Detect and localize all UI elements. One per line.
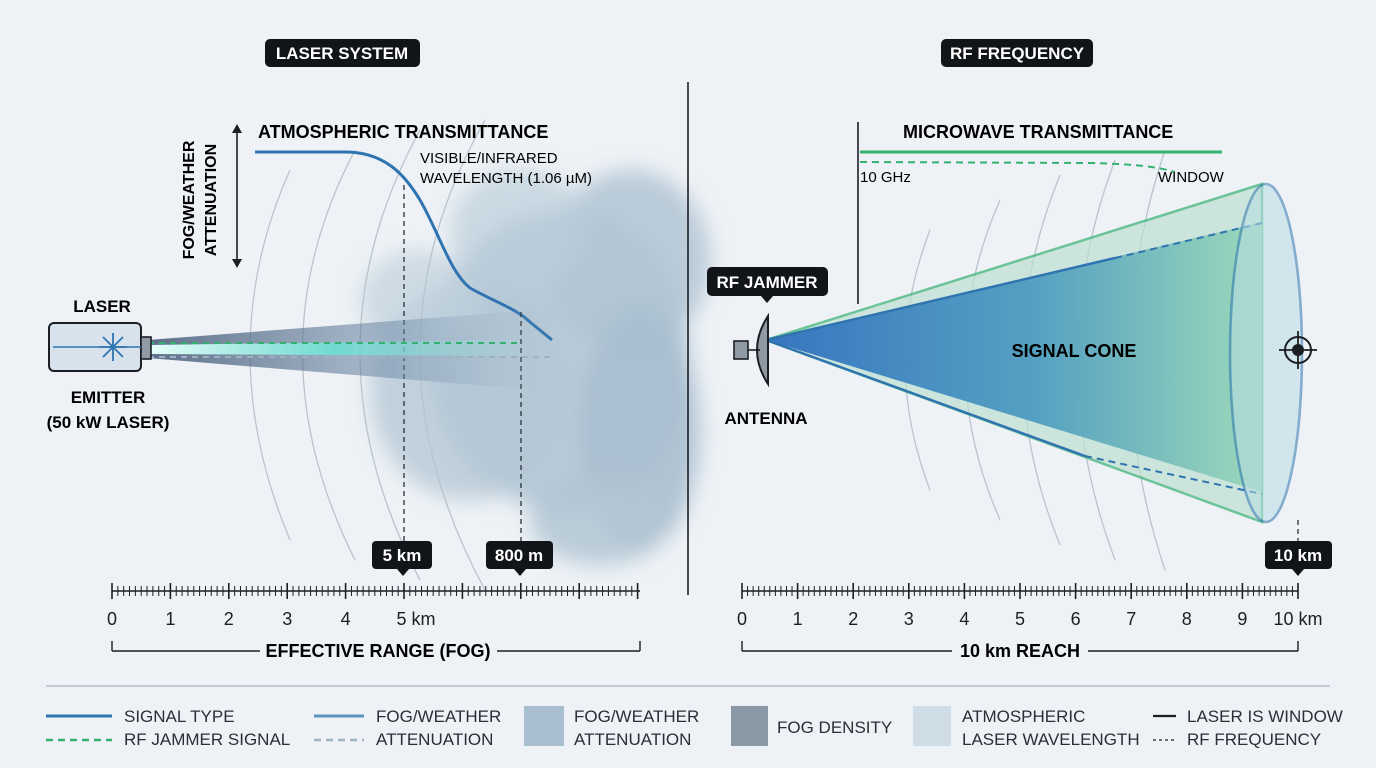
- legend-col6: LASER IS WINDOW RF FREQUENCY: [1187, 705, 1343, 751]
- laser-axis-tick-label: 1: [165, 609, 175, 629]
- laser-system-badge: LASER SYSTEM: [265, 39, 420, 67]
- legend: SIGNAL TYPE RF JAMMER SIGNAL FOG/WEATHER…: [0, 684, 1376, 768]
- signal-cone-label: SIGNAL CONE: [1012, 341, 1137, 361]
- rf-axis-tick-label: 7: [1126, 609, 1136, 629]
- cone-upper-dashed: [1114, 222, 1263, 259]
- emitter-label-line2: (50 kW LASER): [47, 413, 170, 432]
- rf-axis-tick-label: 0: [737, 609, 747, 629]
- marker-800m: 800 m: [486, 541, 553, 576]
- rf-axis-tick-label: 6: [1071, 609, 1081, 629]
- laser-emitter: [48, 322, 152, 372]
- laser-axis-tick-label: 3: [282, 609, 292, 629]
- cone-lower-edge: [765, 338, 1086, 458]
- y-axis-label-line2: ATTENUATION: [203, 144, 220, 256]
- legend-col2: FOG/WEATHER ATTENUATION: [376, 705, 501, 751]
- legend-col5-line1: ATMOSPHERIC: [962, 707, 1086, 726]
- legend-col4-line1: FOG DENSITY: [777, 718, 893, 737]
- laser-axis-tick-label: 0: [107, 609, 117, 629]
- rf-range-axis: 0 1 2 3 4 5 6 7 8 9 10 km 10 km REACH: [737, 583, 1323, 661]
- legend-col1-line2: RF JAMMER SIGNAL: [124, 730, 291, 749]
- marker-10km-text: 10 km: [1274, 546, 1322, 565]
- legend-atmospheric-box: [913, 706, 951, 746]
- legend-col2-line2: ATTENUATION: [376, 730, 494, 749]
- signal-cone-inner: [766, 222, 1262, 492]
- legend-fog-density-box: [731, 706, 768, 746]
- rf-jammer-callout: RF JAMMER: [707, 267, 828, 303]
- laser-range-axis: 0 1 2 3 4 5 km EFFECTIVE RANGE (FOG): [107, 583, 641, 661]
- target-crosshair-icon: [1279, 331, 1317, 369]
- rf-axis-caption: 10 km REACH: [960, 641, 1080, 661]
- laser-starburst-icon: [99, 333, 127, 361]
- rf-axis-tick-label: 3: [904, 609, 914, 629]
- legend-col3: FOG/WEATHER ATTENUATION: [574, 705, 699, 751]
- antenna-dish-icon: [733, 312, 769, 388]
- window-label: WINDOW: [1158, 169, 1225, 186]
- laser-axis-tick-label: 5 km: [396, 609, 435, 629]
- marker-10km: 10 km: [1265, 541, 1332, 576]
- rf-frequency-badge: RF FREQUENCY: [941, 39, 1093, 67]
- laser-axis-tick-label: 2: [224, 609, 234, 629]
- rf-axis-tick-label: 2: [848, 609, 858, 629]
- laser-axis-caption: EFFECTIVE RANGE (FOG): [266, 641, 491, 661]
- atmospheric-transmittance-title: ATMOSPHERIC TRANSMITTANCE: [258, 122, 548, 142]
- rf-axis-tick-label: 10 km: [1273, 609, 1322, 629]
- legend-col5-line2: LASER WAVELENGTH: [962, 730, 1140, 749]
- frequency-label: 10 GHz: [860, 169, 911, 186]
- rf-frequency-badge-text: RF FREQUENCY: [950, 44, 1085, 63]
- transmittance-curve: [255, 150, 553, 342]
- rf-axis-tick-label: 5: [1015, 609, 1025, 629]
- legend-fog-attenuation-box: [524, 706, 564, 746]
- legend-col6-line2: RF FREQUENCY: [1187, 730, 1322, 749]
- legend-col4: FOG DENSITY: [777, 716, 892, 739]
- emitter-label-line1: EMITTER: [71, 388, 146, 407]
- legend-col5: ATMOSPHERIC LASER WAVELENGTH: [962, 705, 1140, 751]
- legend-col3-line1: FOG/WEATHER: [574, 707, 700, 726]
- rf-axis-tick-label: 8: [1182, 609, 1192, 629]
- microwave-transmittance-title: MICROWAVE TRANSMITTANCE: [903, 122, 1173, 142]
- legend-col3-line2: ATTENUATION: [574, 730, 692, 749]
- microwave-dashed-line: [859, 161, 1176, 173]
- marker-5km: 5 km: [372, 541, 432, 576]
- legend-col6-line1: LASER IS WINDOW: [1187, 707, 1343, 726]
- attenuation-axis-arrow: [232, 124, 242, 268]
- laser-axis-tick-label: 4: [341, 609, 351, 629]
- rf-panel: RF FREQUENCY MICROWAVE TRANSMITTANCE 10 …: [707, 39, 1332, 661]
- legend-swatches: [46, 706, 1176, 746]
- rf-axis-tick-label: 1: [793, 609, 803, 629]
- y-axis-label-line1: FOG/WEATHER: [181, 140, 198, 259]
- legend-col2-line1: FOG/WEATHER: [376, 707, 502, 726]
- cone-end-ellipse: [1228, 182, 1304, 524]
- cone-lower-dashed: [1084, 455, 1263, 495]
- cone-upper-edge: [765, 256, 1116, 342]
- laser-system-badge-text: LASER SYSTEM: [276, 44, 408, 63]
- antenna-label: ANTENNA: [724, 409, 807, 428]
- rf-axis-tick-label: 4: [959, 609, 969, 629]
- legend-col1: SIGNAL TYPE RF JAMMER SIGNAL: [124, 705, 290, 751]
- marker-800m-text: 800 m: [495, 546, 543, 565]
- rf-jammer-callout-text: RF JAMMER: [716, 273, 817, 292]
- laser-panel: LASER SYSTEM FOG/WEATHER ATTENUATION ATM…: [47, 39, 710, 661]
- emitter-label-top: LASER: [73, 297, 131, 316]
- marker-5km-text: 5 km: [383, 546, 422, 565]
- wavelength-label-line1: VISIBLE/INFRARED: [420, 150, 558, 167]
- rf-axis-tick-label: 9: [1237, 609, 1247, 629]
- wavelength-label-line2: WAVELENGTH (1.06 µM): [420, 170, 592, 187]
- legend-col1-line1: SIGNAL TYPE: [124, 707, 235, 726]
